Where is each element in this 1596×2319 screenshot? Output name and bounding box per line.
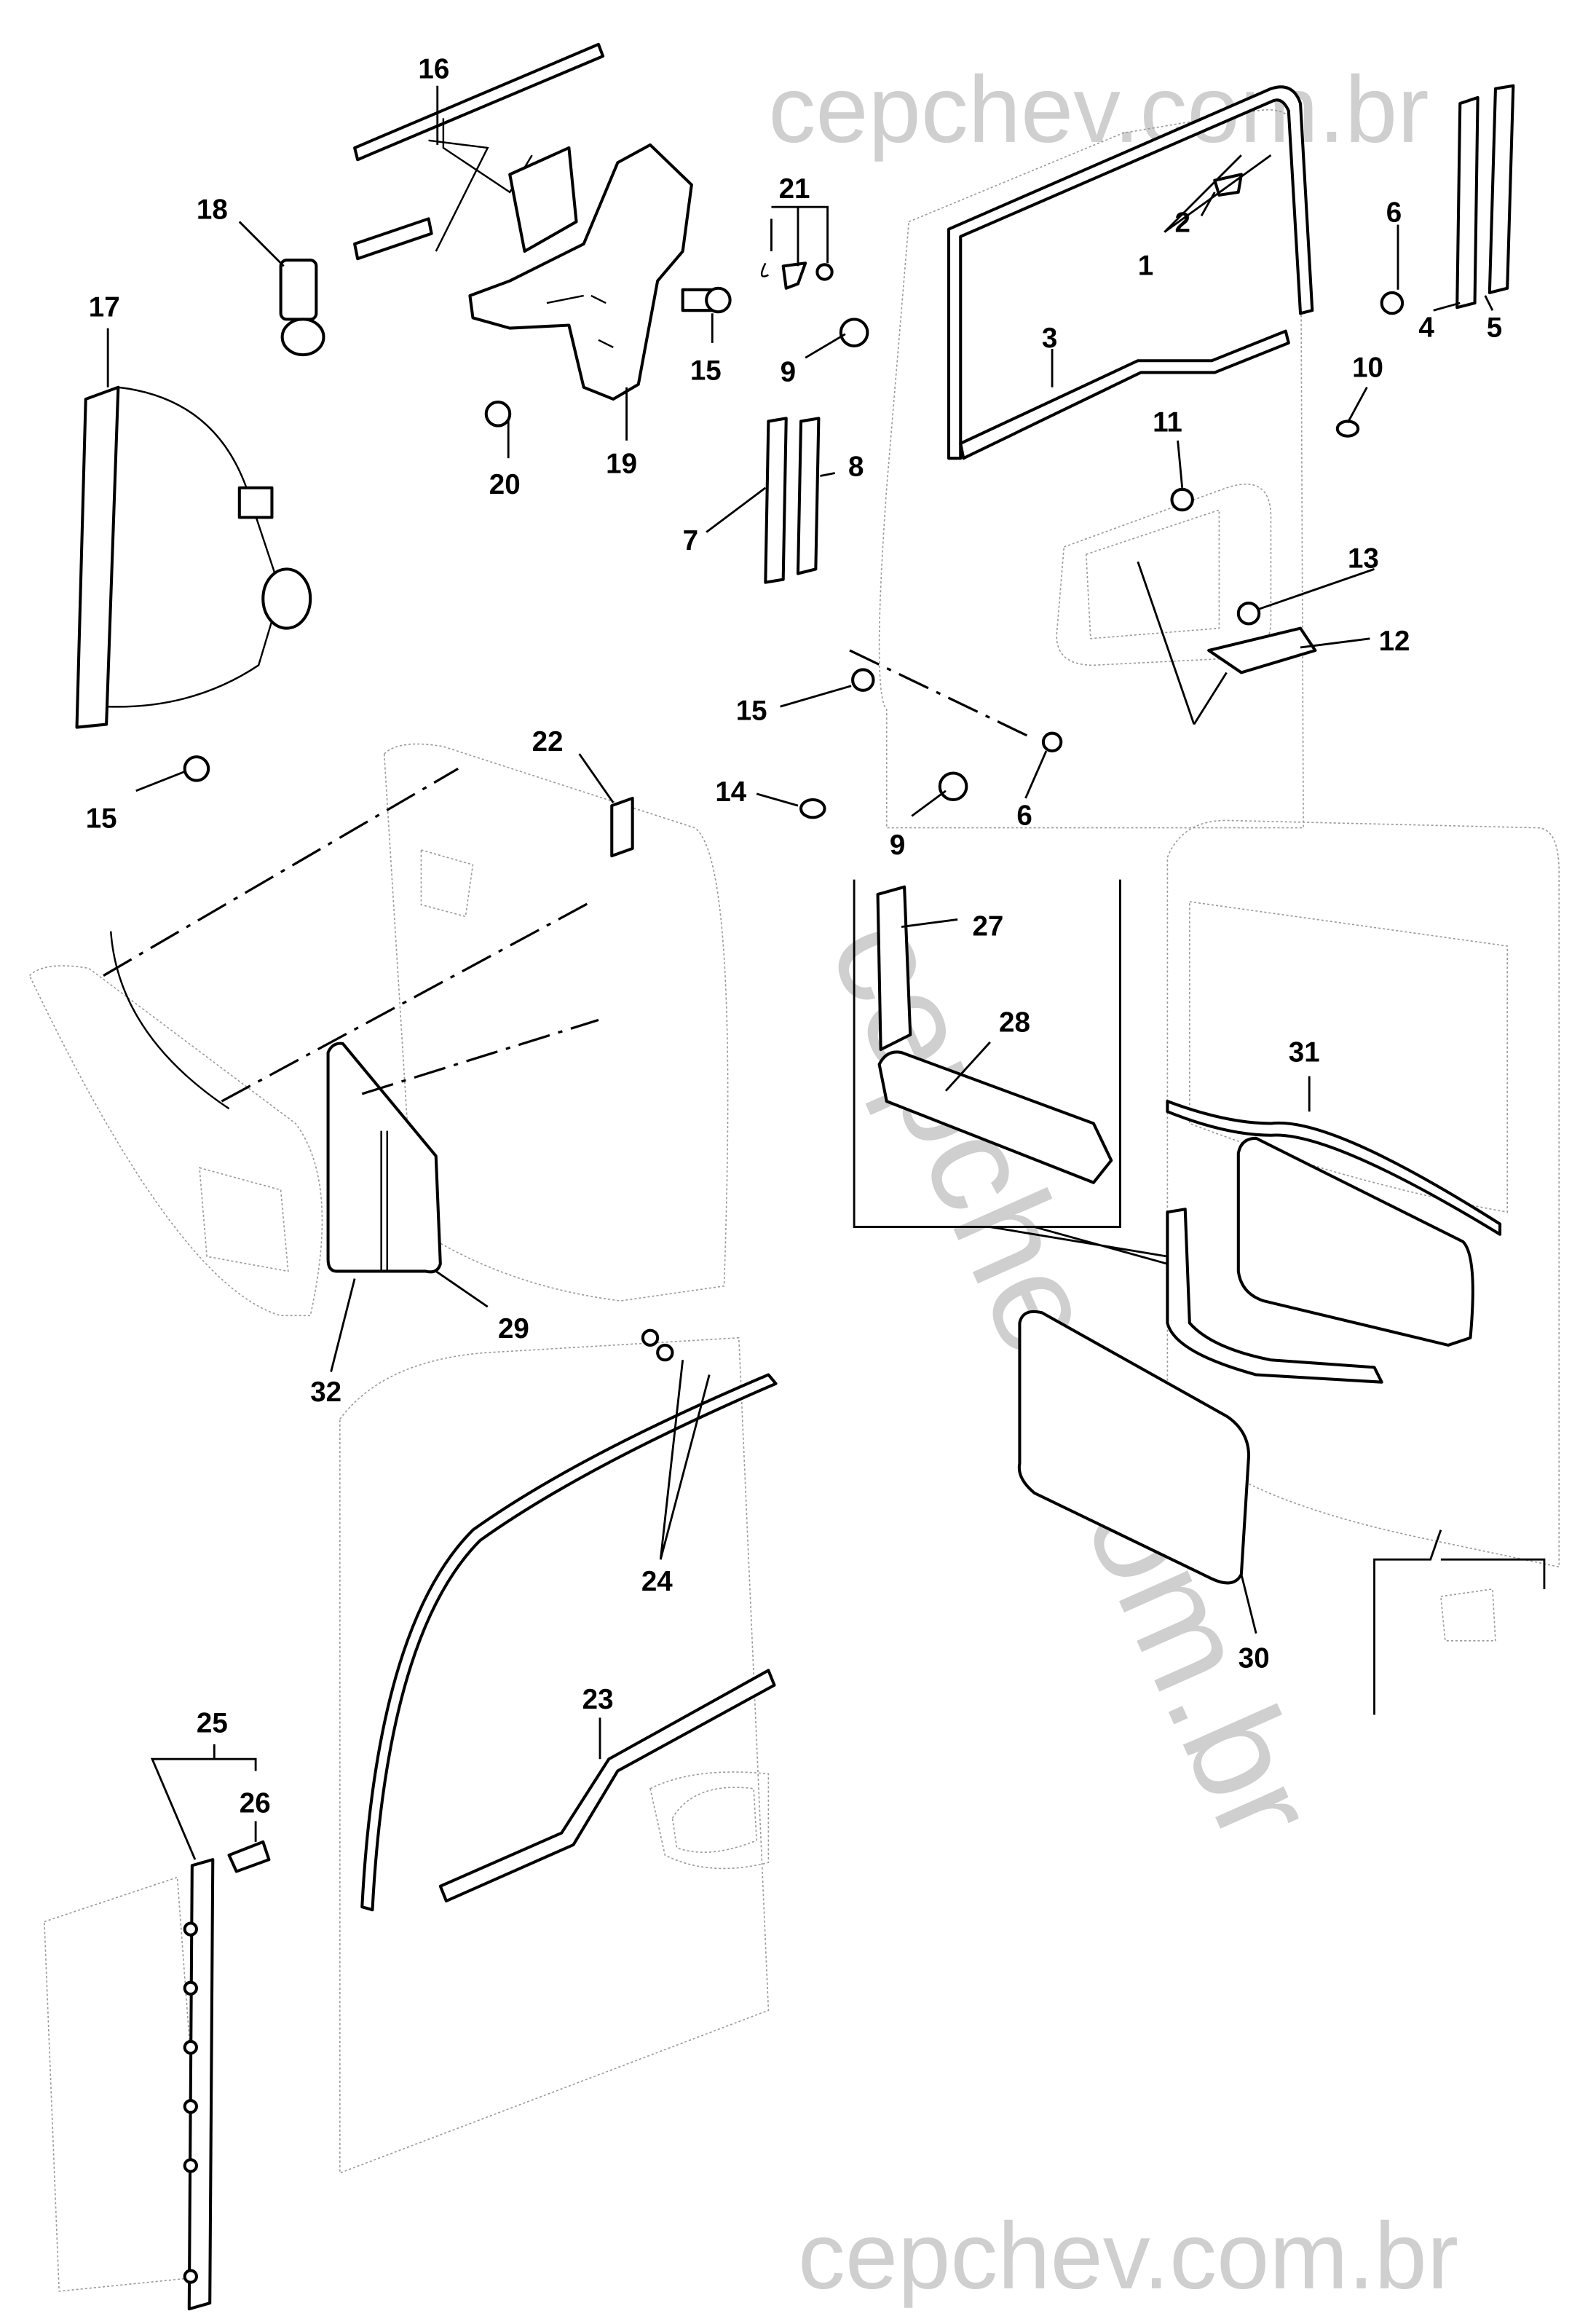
callout-9-upper: 9 xyxy=(781,357,796,388)
part-16-regulator-rail xyxy=(353,42,605,261)
part-20-nut xyxy=(484,401,512,428)
part-29-window-seal xyxy=(326,1042,442,1274)
callout-9-lower: 9 xyxy=(890,830,905,861)
callout-3: 3 xyxy=(1042,323,1057,354)
part-19-regulator-plate xyxy=(468,143,693,401)
callout-1: 1 xyxy=(1138,251,1153,282)
callout-2: 2 xyxy=(1175,208,1190,239)
callout-31: 31 xyxy=(1289,1036,1320,1068)
part-10-plug xyxy=(1335,420,1360,438)
part-15-bolt-left xyxy=(183,755,210,782)
part-26-fastener xyxy=(227,1840,271,1873)
parts-7-8-channels xyxy=(764,417,821,584)
callout-13: 13 xyxy=(1348,543,1379,574)
part-13-bolt xyxy=(1236,602,1261,626)
part-6-screw-lower xyxy=(1041,731,1063,753)
callout-22: 22 xyxy=(532,726,564,757)
callout-24: 24 xyxy=(641,1566,673,1597)
part-14-plug xyxy=(799,798,826,819)
leader-lines xyxy=(106,85,1494,1860)
callout-5: 5 xyxy=(1487,312,1502,344)
part-3-belt-molding xyxy=(959,329,1290,460)
part-24-roof-seal xyxy=(360,1328,778,1912)
inset-bracket xyxy=(1373,1529,1546,1715)
parts-4-5-channels xyxy=(1455,84,1515,310)
callout-17: 17 xyxy=(89,291,120,323)
watermark-bottom: cepchev.com.br xyxy=(798,2202,1458,2309)
inset-27-28 xyxy=(853,879,1168,1265)
part-12-bracket xyxy=(1207,626,1317,674)
part-23-belt-strip xyxy=(438,1669,776,1903)
ghost-door-lower-left xyxy=(44,1336,770,2292)
part-9-bumper-lower xyxy=(938,771,968,802)
part-9-bumper-upper xyxy=(839,318,869,347)
callout-19: 19 xyxy=(606,448,637,479)
part-21-clips xyxy=(760,261,834,290)
callout-15-left: 15 xyxy=(86,803,117,835)
callout-20: 20 xyxy=(489,469,521,500)
ghost-body-middle xyxy=(28,743,729,1317)
callout-32: 32 xyxy=(310,1377,341,1408)
cable-strips xyxy=(110,931,230,1110)
callout-21: 21 xyxy=(779,173,810,205)
callout-6-upper: 6 xyxy=(1386,197,1402,228)
callout-26: 26 xyxy=(240,1787,271,1819)
callout-7: 7 xyxy=(683,525,698,556)
part-15-bolt-upper xyxy=(681,286,732,314)
part-1-window-channel xyxy=(947,85,1314,460)
callout-27: 27 xyxy=(972,911,1003,942)
callout-14: 14 xyxy=(715,776,746,808)
callout-25: 25 xyxy=(197,1708,228,1739)
callout-labels: 1 2 3 4 5 6 6 7 8 9 9 10 11 12 13 14 15 … xyxy=(86,54,1503,1819)
alignment-lines xyxy=(103,649,1035,1103)
callout-12: 12 xyxy=(1379,626,1410,657)
part-30-window-seal xyxy=(1017,1310,1251,1585)
part-11-nut xyxy=(1170,487,1194,512)
part-31-door-seal xyxy=(1166,1100,1502,1384)
part-6-screw-upper xyxy=(1380,291,1405,315)
part-22-label xyxy=(610,796,634,858)
callout-8: 8 xyxy=(848,452,864,483)
callout-10: 10 xyxy=(1352,353,1383,384)
callout-15-mid: 15 xyxy=(736,695,767,726)
callout-4: 4 xyxy=(1418,312,1434,344)
callout-15-upper: 15 xyxy=(690,355,722,387)
ghost-door-upper xyxy=(878,109,1304,829)
part-17-manual-regulator xyxy=(75,385,312,729)
callout-28: 28 xyxy=(999,1007,1030,1039)
callout-18: 18 xyxy=(197,194,228,225)
part-25-rail xyxy=(183,1858,215,2311)
callout-23: 23 xyxy=(582,1684,614,1715)
callout-29: 29 xyxy=(498,1313,529,1344)
watermark-top: cepchev.com.br xyxy=(768,56,1429,162)
callout-6-lower: 6 xyxy=(1016,800,1032,832)
callout-16: 16 xyxy=(418,54,449,85)
part-15-bolt-mid xyxy=(851,668,875,692)
part-18-regulator-motor xyxy=(279,259,325,357)
callout-30: 30 xyxy=(1239,1642,1270,1674)
part-32-seal-strip xyxy=(380,1130,388,1272)
callout-11: 11 xyxy=(1153,407,1182,438)
